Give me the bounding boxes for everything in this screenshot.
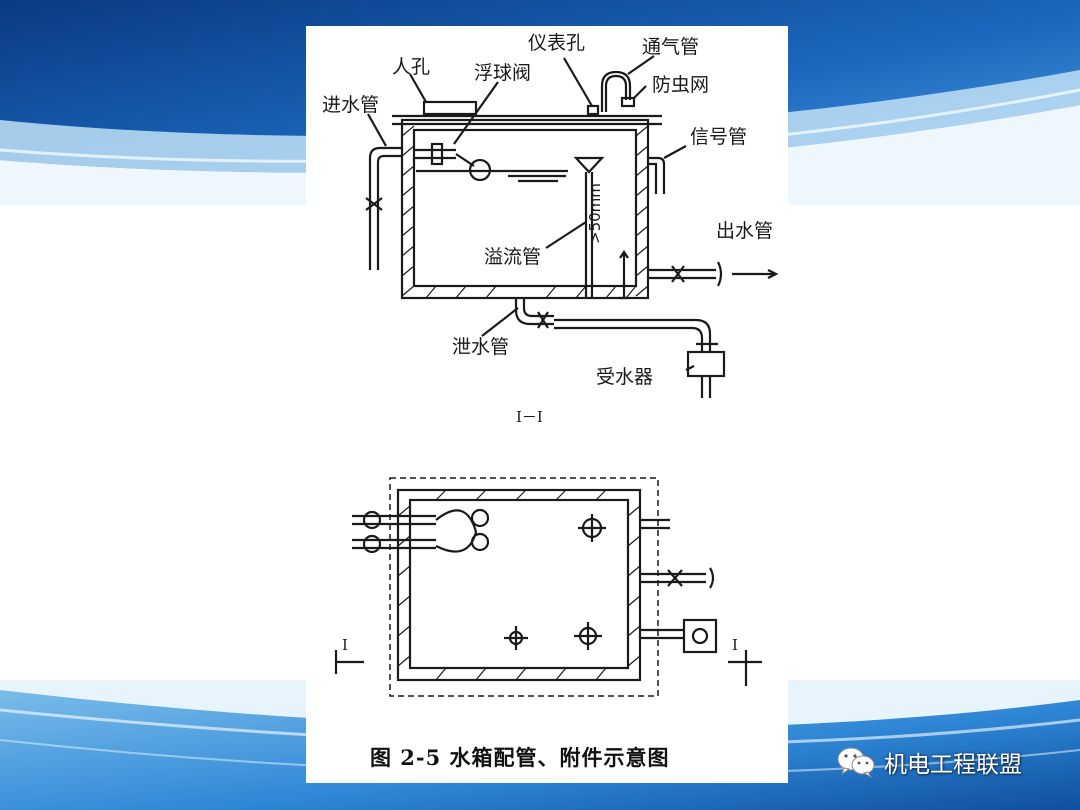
- outlet-valve: [671, 265, 685, 283]
- tank-inner-wall: [412, 128, 638, 288]
- drain-valve: [537, 311, 549, 329]
- inlet-valve: [365, 197, 383, 211]
- plan-outlet-pipe: [640, 572, 706, 584]
- label-outlet-pipe: 出水管: [716, 220, 774, 242]
- inlet-pipe: [368, 146, 402, 270]
- water-receiver: [686, 350, 726, 378]
- watermark: 机电工程联盟: [836, 744, 1022, 780]
- plan-signal-pipe: [640, 518, 670, 530]
- drain-pipe: [514, 298, 554, 326]
- label-insect-screen: 防虫网: [652, 74, 710, 96]
- plan-float-ball-1: [470, 508, 490, 528]
- tank-outer-wall: [400, 118, 650, 300]
- label-instrument-hole: 仪表孔: [528, 32, 586, 54]
- wall-hatching: [397, 125, 649, 681]
- figure-caption: 图 2-5 水箱配管、附件示意图: [370, 745, 670, 770]
- plan-outer-wall: [396, 488, 642, 682]
- section-mark-right: [728, 650, 762, 686]
- label-section-mark-right: I: [732, 636, 738, 654]
- label-inlet-pipe: 进水管: [322, 94, 380, 116]
- watermark-text: 机电工程联盟: [884, 752, 1022, 778]
- label-vent-pipe: 通气管: [642, 36, 700, 58]
- float-ball: [468, 158, 492, 182]
- label-float-valve: 浮球阀: [474, 62, 532, 84]
- water-tank-diagram: [334, 55, 779, 697]
- section-mark-left: [334, 650, 364, 674]
- plan-inner-wall: [408, 498, 630, 670]
- plan-dashed-outline: [389, 477, 659, 697]
- plan-drain-pipe: [640, 628, 684, 640]
- overflow-outlet: [554, 318, 712, 352]
- diagram-panel: 人孔 浮球阀 仪表孔 通气管 防虫网 进水管 信号管 出水管 溢流管 >50mm…: [306, 26, 788, 783]
- plan-inlet-pipes: [352, 514, 436, 550]
- wechat-icon: [837, 747, 875, 779]
- label-min-dimension: >50mm: [586, 183, 604, 244]
- label-section-mark-left: I: [342, 636, 348, 654]
- label-drain-pipe: 泄水管: [452, 336, 510, 358]
- label-water-receiver: 受水器: [596, 366, 654, 388]
- plan-water-receiver: [682, 618, 718, 654]
- vent-pipe: [604, 74, 628, 112]
- plan-float-ball-2: [470, 532, 490, 552]
- overflow-funnel: [573, 156, 605, 174]
- label-section: I－I: [516, 408, 543, 426]
- signal-pipe: [648, 156, 666, 194]
- insect-screen: [620, 96, 636, 108]
- label-overflow-pipe: 溢流管: [484, 246, 542, 268]
- label-signal-pipe: 信号管: [690, 126, 748, 148]
- instrument-hole: [586, 104, 600, 116]
- manhole: [422, 100, 478, 116]
- label-manhole: 人孔: [392, 56, 431, 78]
